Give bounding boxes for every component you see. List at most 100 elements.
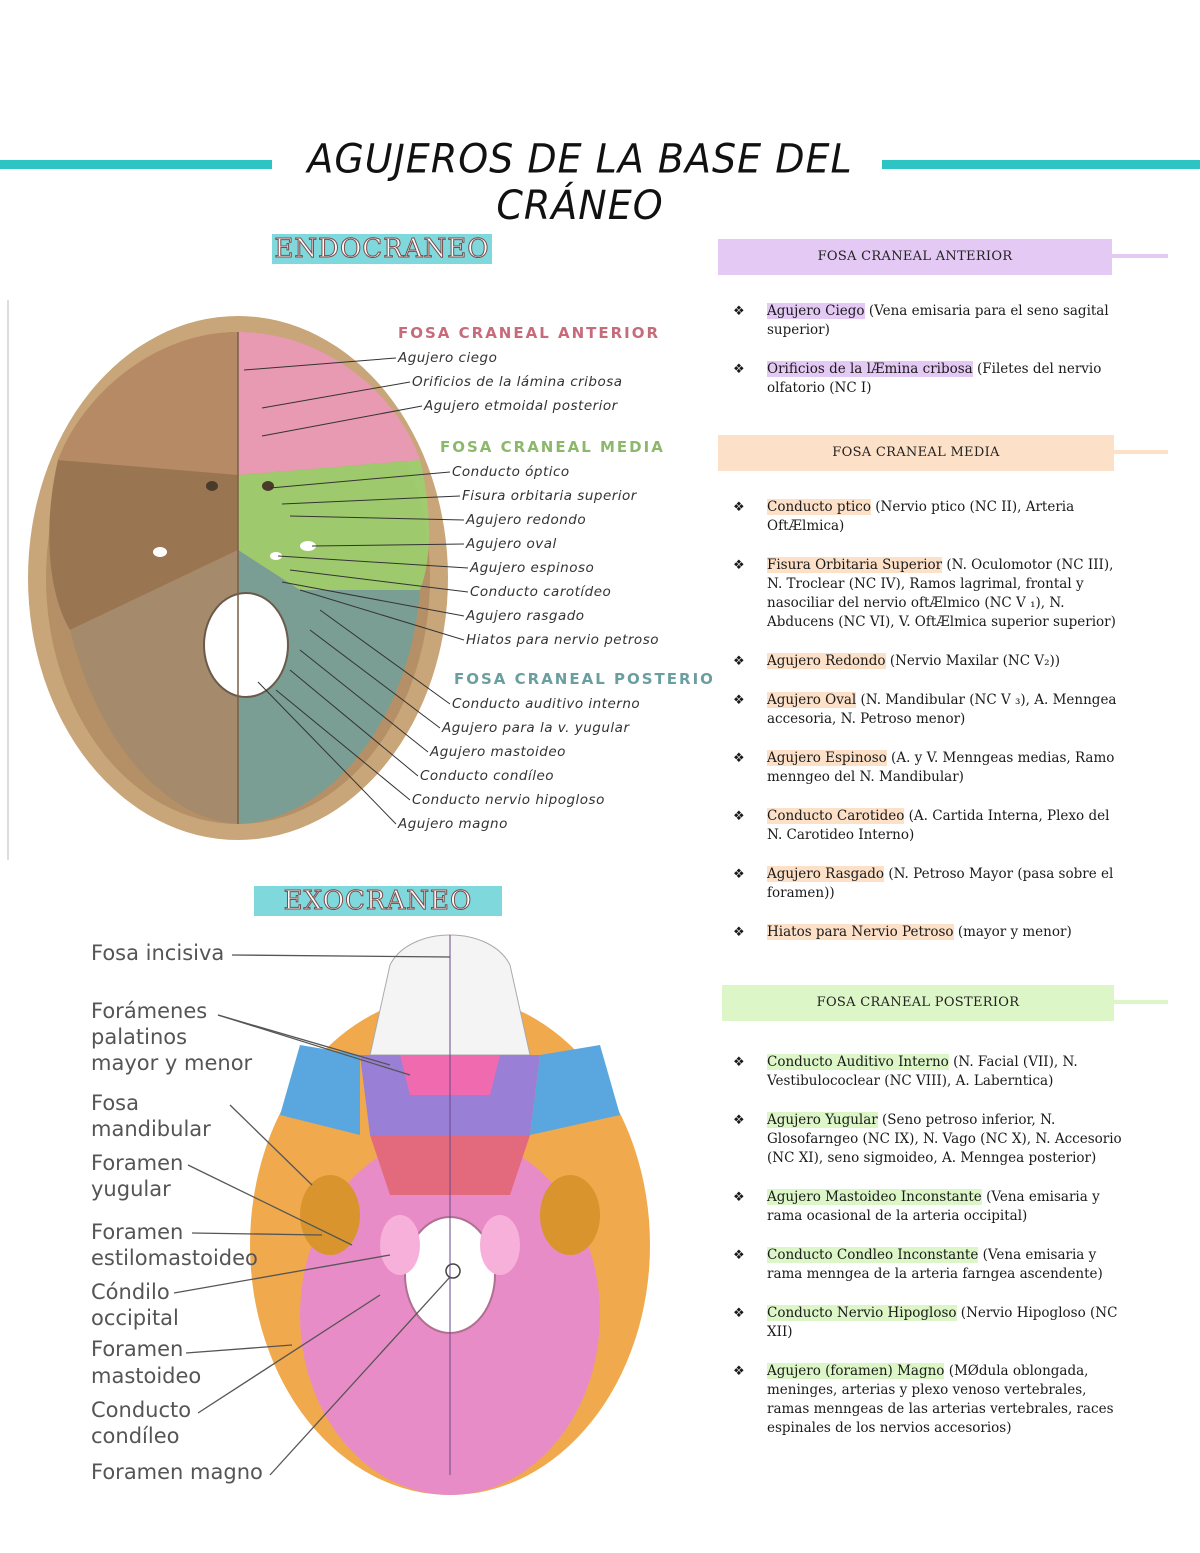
term: Agujero Redondo <box>767 653 886 669</box>
exo-label: Forámenes <box>91 999 207 1023</box>
desc: (Vena emisaria y rama menngea de la arte… <box>767 1247 1103 1282</box>
term: Agujero Rasgado <box>767 866 885 882</box>
header-fosa-anterior: FOSA CRANEAL ANTERIOR <box>718 239 1112 275</box>
desc: (Seno petroso inferior, N. Glosofarngeo … <box>767 1112 1122 1166</box>
endo-group-media: FOSA CRANEAL MEDIA <box>440 438 665 456</box>
list-posterior: ❖ Conducto Auditivo Interno (N. Facial (V… <box>733 1053 1123 1438</box>
exo-label: Fosa incisiva <box>91 941 224 965</box>
exocraneo-diagram: Fosa incisiva Forámenes palatinos mayor … <box>91 934 650 1495</box>
header-rule-posterior <box>1114 1000 1168 1004</box>
list-media: ❖ Conducto ptico (Nervio ptico (NC II), A… <box>733 498 1123 942</box>
exo-label: Foramen <box>91 1220 183 1244</box>
list-item: ❖ Agujero Yugular (Seno petroso inferior,… <box>733 1111 1123 1168</box>
exo-label: mastoideo <box>91 1364 201 1388</box>
term: Agujero (foramen) Magno <box>767 1363 945 1379</box>
desc: (MØdula oblongada, meninges, arterias y … <box>767 1363 1114 1436</box>
desc: (N. Oculomotor (NC III), N. Troclear (NC… <box>767 557 1116 630</box>
term: Conducto Auditivo Interno <box>767 1054 949 1070</box>
endo-label: Fisura orbitaria superior <box>462 488 638 504</box>
header-rule-media <box>1114 450 1168 454</box>
diamond-bullet-icon: ❖ <box>733 654 745 669</box>
term: Agujero Yugular <box>767 1112 878 1128</box>
diamond-bullet-icon: ❖ <box>733 1306 745 1321</box>
header-rule-anterior <box>1112 254 1168 258</box>
desc: (A. Cartida Interna, Plexo del N. Caroti… <box>767 808 1110 843</box>
diamond-bullet-icon: ❖ <box>733 1113 745 1128</box>
endo-label: Agujero redondo <box>465 512 586 528</box>
list-item: ❖Conducto Condleo Inconstante (Vena emis… <box>733 1246 1123 1284</box>
desc: (Vena emisaria para el seno sagital supe… <box>767 303 1109 338</box>
title-rule-left <box>0 160 272 169</box>
list-item: ❖Conducto Carotideo (A. Cartida Interna,… <box>733 807 1123 845</box>
list-item: ❖ Agujero Espinoso (A. y V. Menngeas medi… <box>733 749 1123 787</box>
endo-label: Agujero oval <box>465 536 557 552</box>
exo-label: condíleo <box>91 1424 179 1448</box>
diamond-bullet-icon: ❖ <box>733 925 745 940</box>
list-item: ❖ Conducto Auditivo Interno (N. Facial (V… <box>733 1053 1123 1091</box>
endo-label: Agujero para la v. yugular <box>441 720 630 736</box>
exocraneo-tag: EXOCRANEO <box>254 886 502 917</box>
diamond-bullet-icon: ❖ <box>733 500 745 515</box>
exo-label: Foramen <box>91 1337 183 1361</box>
desc: (A. y V. Menngeas medias, Ramo menngeo d… <box>767 750 1115 785</box>
page-title: AGUJEROS DE LA BASE DEL CRÁNEO <box>307 135 853 229</box>
term: Conducto Nervio Hipogloso <box>767 1305 957 1321</box>
endo-group-anterior: FOSA CRANEAL ANTERIOR <box>398 324 660 342</box>
exo-label: Fosa <box>91 1091 139 1115</box>
list-item: ❖ Agujero Redondo (Nervio Maxilar (NC V₂)… <box>733 652 1123 671</box>
exo-label: Cóndilo <box>91 1280 170 1304</box>
endo-label: Agujero etmoidal posterior <box>423 398 619 414</box>
term: Hiatos para Nervio Petroso <box>767 924 954 940</box>
list-item: ❖Agujero Ciego (Vena emisaria para el se… <box>733 302 1123 340</box>
endo-label: Conducto nervio hipogloso <box>412 792 605 808</box>
endo-label: Conducto condíleo <box>420 768 554 784</box>
list-item: ❖Conducto Nervio Hipogloso (Nervio Hipog… <box>733 1304 1123 1342</box>
desc: (Vena emisaria y rama ocasional de la ar… <box>767 1189 1100 1224</box>
endo-group-posterior: FOSA CRANEAL POSTERIOR <box>454 670 712 688</box>
diamond-bullet-icon: ❖ <box>733 558 745 573</box>
desc: (Filetes del nervio olfatorio (NC I) <box>767 361 1102 396</box>
desc: (Nervio ptico (NC II), Arteria OftÆlmica… <box>767 499 1075 534</box>
term: Fisura Orbitaria Superior <box>767 557 943 573</box>
endo-label: Agujero rasgado <box>465 608 585 624</box>
list-item: ❖ Orificios de la lÆmina cribosa (Filetes… <box>733 360 1123 398</box>
list-item: ❖Agujero (foramen) Magno (MØdula oblonga… <box>733 1362 1123 1438</box>
diamond-bullet-icon: ❖ <box>733 304 745 319</box>
endo-label: Agujero magno <box>397 816 508 832</box>
term: Orificios de la lÆmina cribosa <box>767 361 973 377</box>
exo-label: occipital <box>91 1306 179 1330</box>
diamond-bullet-icon: ❖ <box>733 1055 745 1070</box>
endo-label: Conducto óptico <box>452 464 570 480</box>
term: Conducto Condleo Inconstante <box>767 1247 979 1263</box>
exo-label: Conducto <box>91 1398 191 1422</box>
endocraneo-tag: ENDOCRANEO <box>272 234 492 265</box>
exo-label: palatinos <box>91 1025 187 1049</box>
desc: (Nervio Maxilar (NC V₂)) <box>885 653 1061 669</box>
endo-label: Conducto carotídeo <box>470 584 611 600</box>
endo-label: Hiatos para nervio petroso <box>466 632 659 648</box>
endocraneo-diagram: FOSA CRANEAL ANTERIOR Agujero ciego Orif… <box>7 300 712 860</box>
exo-label: mayor y menor <box>91 1051 253 1075</box>
endo-label: Orificios de la lámina cribosa <box>412 374 623 390</box>
exo-label: mandibular <box>91 1117 211 1141</box>
diamond-bullet-icon: ❖ <box>733 1190 745 1205</box>
header-fosa-posterior: FOSA CRANEAL POSTERIOR <box>722 985 1114 1021</box>
exo-label: yugular <box>91 1177 171 1201</box>
term: Agujero Espinoso <box>767 750 887 766</box>
desc: (N. Mandibular (NC V ₃), A. Menngea acce… <box>767 692 1117 727</box>
diamond-bullet-icon: ❖ <box>733 809 745 824</box>
diamond-bullet-icon: ❖ <box>733 751 745 766</box>
list-item: ❖ Agujero Mastoideo Inconstante (Vena emi… <box>733 1188 1123 1226</box>
list-item: ❖Agujero Rasgado (N. Petroso Mayor (pasa… <box>733 865 1123 903</box>
desc: (N. Facial (VII), N. Vestibulococlear (N… <box>767 1054 1078 1089</box>
exo-label: Foramen <box>91 1151 183 1175</box>
term: Conducto ptico <box>767 499 871 515</box>
endo-label: Agujero ciego <box>397 350 497 366</box>
diamond-bullet-icon: ❖ <box>733 362 745 377</box>
diamond-bullet-icon: ❖ <box>733 693 745 708</box>
term: Agujero Mastoideo Inconstante <box>767 1189 982 1205</box>
list-item: ❖ Fisura Orbitaria Superior (N. Oculomoto… <box>733 556 1123 632</box>
exo-label: Foramen magno <box>91 1460 263 1484</box>
desc: (N. Petroso Mayor (pasa sobre el foramen… <box>767 866 1114 901</box>
endo-label: Conducto auditivo interno <box>452 696 640 712</box>
